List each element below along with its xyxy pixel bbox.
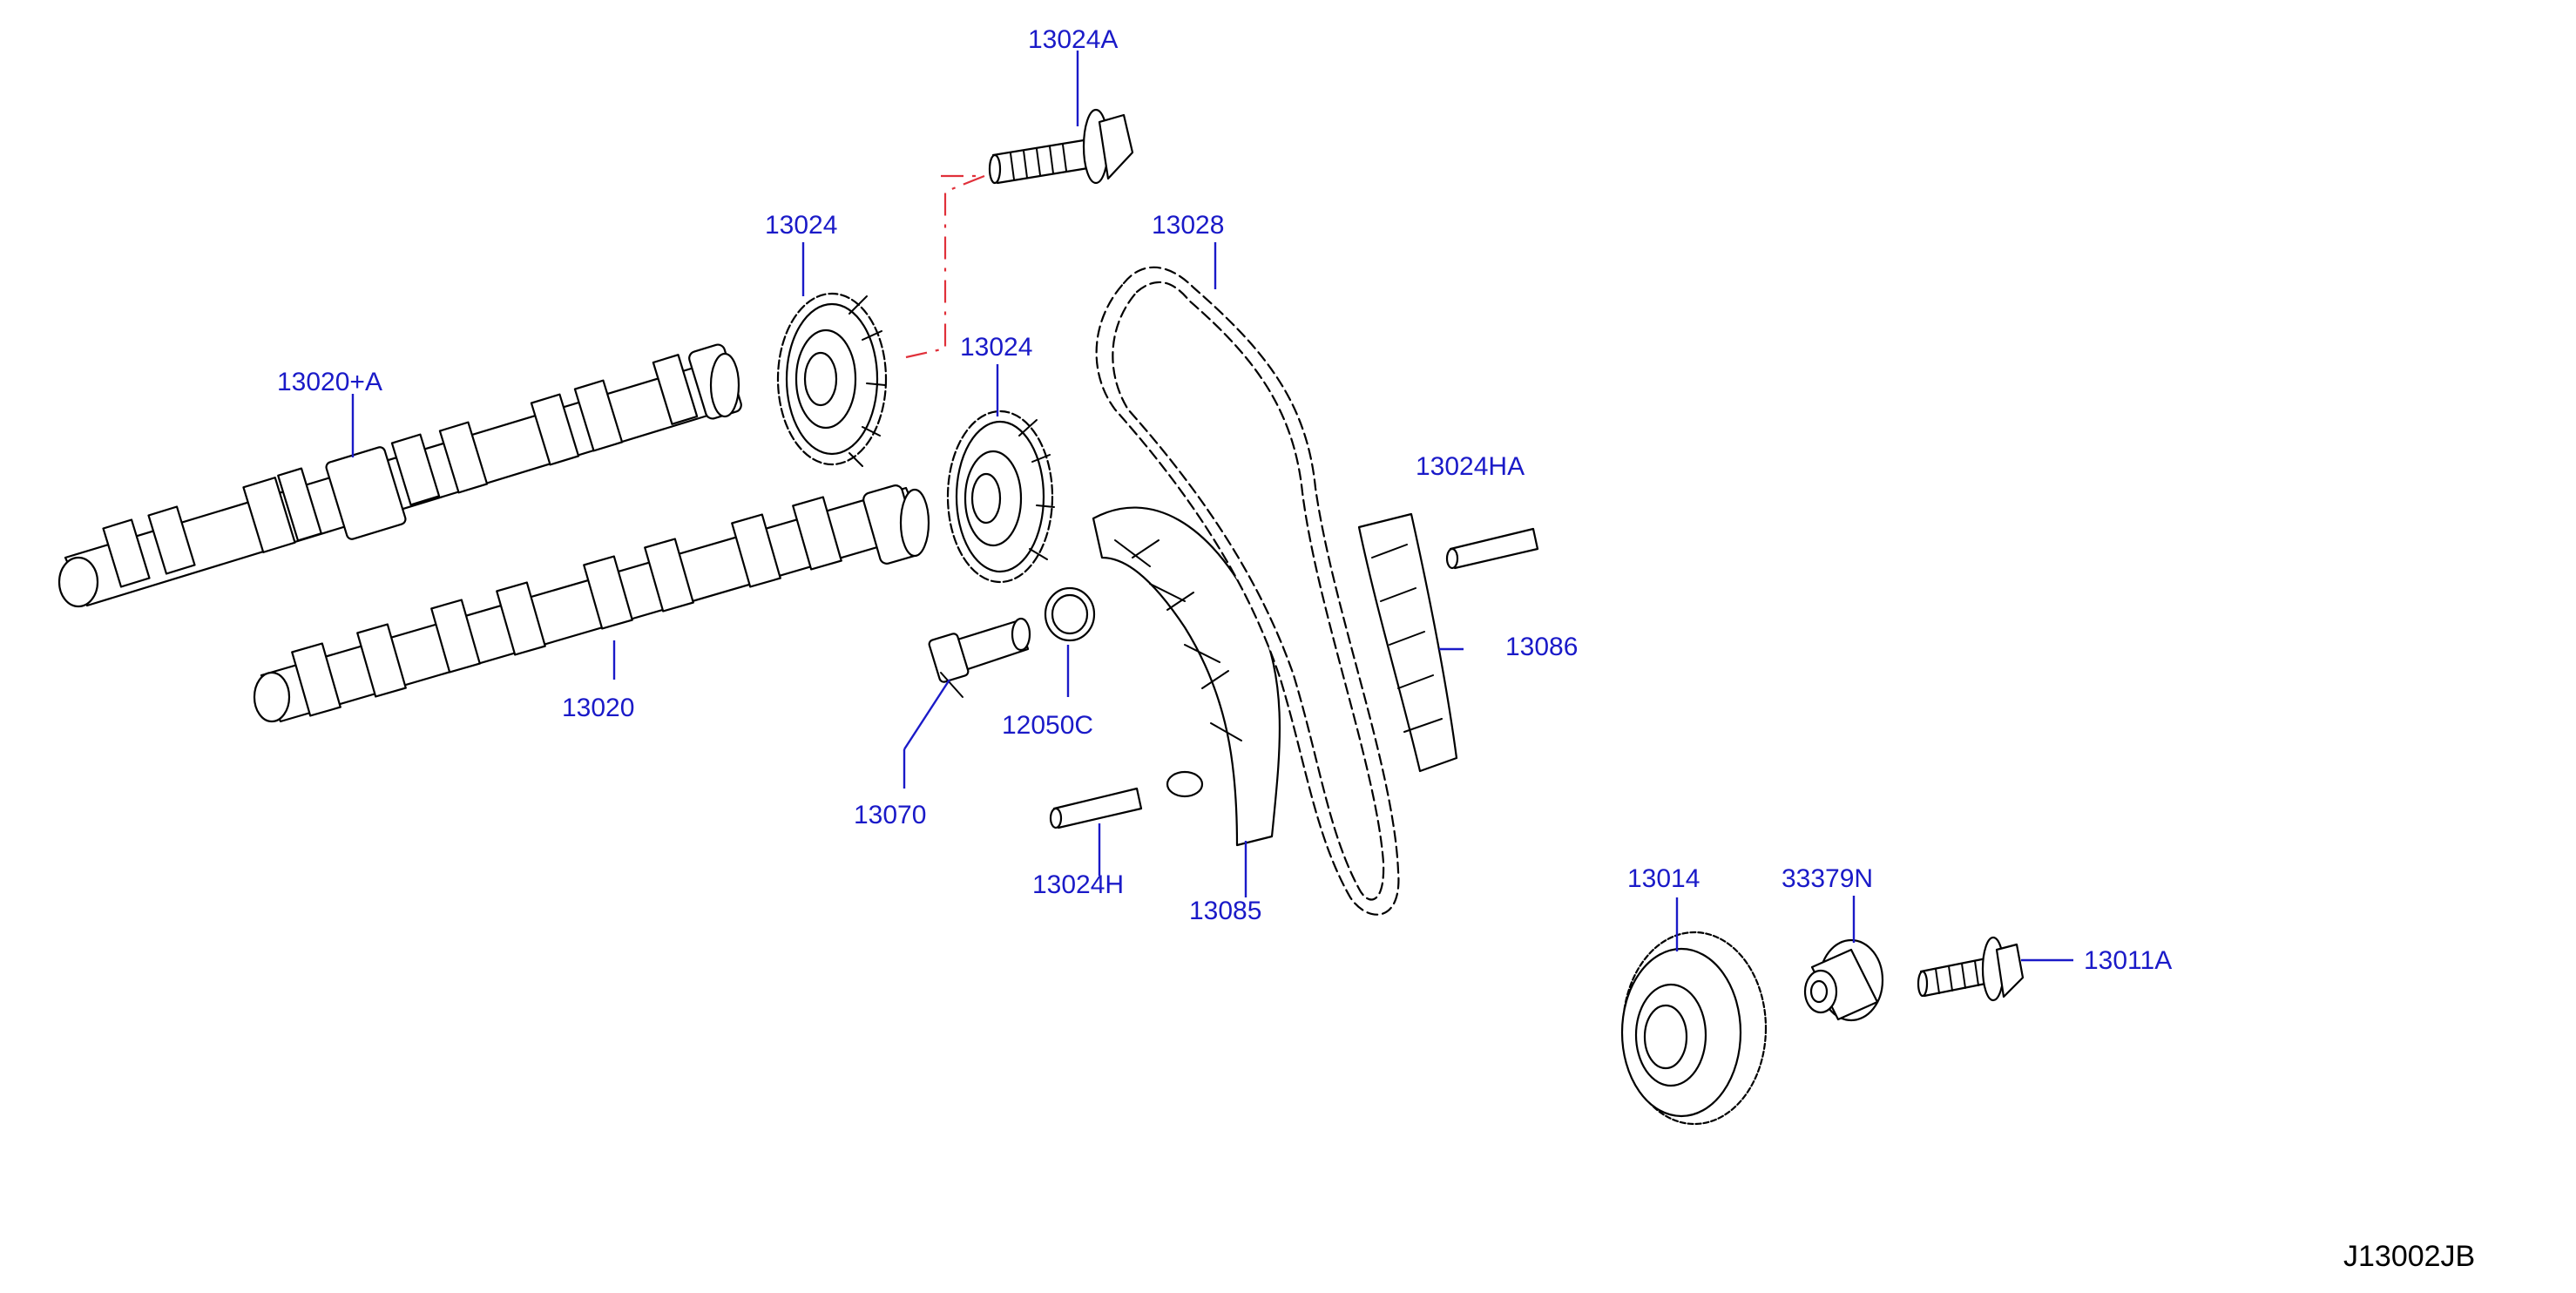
callout-33379n[interactable]: 33379N xyxy=(1782,864,1873,893)
bolt-cam-sprocket[interactable] xyxy=(988,108,1134,185)
camshaft-upper-lobes xyxy=(102,343,742,588)
hidden-line-bolt xyxy=(905,174,985,359)
pin-lower[interactable] xyxy=(1049,787,1143,829)
seal-ring[interactable] xyxy=(1044,586,1096,642)
callout-13020[interactable]: 13020 xyxy=(562,694,634,722)
crank-sprocket[interactable] xyxy=(1620,931,1768,1126)
callout-13011a[interactable]: 13011A xyxy=(2084,946,2172,975)
tension-guide[interactable] xyxy=(1092,506,1281,847)
callout-13086[interactable]: 13086 xyxy=(1505,633,1578,661)
camshaft-lower-lobes xyxy=(291,484,930,717)
callout-13028[interactable]: 13028 xyxy=(1152,211,1224,240)
crank-bolt[interactable] xyxy=(1917,936,2025,1002)
callout-13070[interactable]: 13070 xyxy=(854,801,926,829)
callout-13024-lower[interactable]: 13024 xyxy=(960,333,1032,362)
callout-13085[interactable]: 13085 xyxy=(1189,897,1261,925)
slack-guide[interactable] xyxy=(1357,512,1458,773)
leader-lines xyxy=(351,51,2073,962)
callout-13024h[interactable]: 13024H xyxy=(1032,870,1124,899)
camshaft-lower[interactable] xyxy=(253,484,930,723)
callout-labels: 13024A 13024 13028 13024 13020+A 13024HA… xyxy=(277,25,2475,1273)
callout-12050c[interactable]: 12050C xyxy=(1002,711,1093,740)
callout-13024-upper[interactable]: 13024 xyxy=(765,211,837,240)
callout-13014[interactable]: 13014 xyxy=(1627,864,1700,893)
tensioner[interactable] xyxy=(928,617,1031,698)
callout-13020a[interactable]: 13020+A xyxy=(277,368,382,396)
spacer[interactable] xyxy=(1803,938,1884,1022)
timing-chain[interactable] xyxy=(1095,266,1400,916)
pin-upper[interactable] xyxy=(1445,527,1539,570)
camshaft-upper[interactable] xyxy=(57,343,743,608)
sprocket-lower[interactable] xyxy=(946,410,1055,584)
sprocket-upper[interactable] xyxy=(776,292,888,467)
callout-13024a[interactable]: 13024A xyxy=(1028,25,1118,54)
callout-13024ha[interactable]: 13024HA xyxy=(1416,452,1525,481)
diagram-reference-code: J13002JB xyxy=(2343,1240,2475,1273)
